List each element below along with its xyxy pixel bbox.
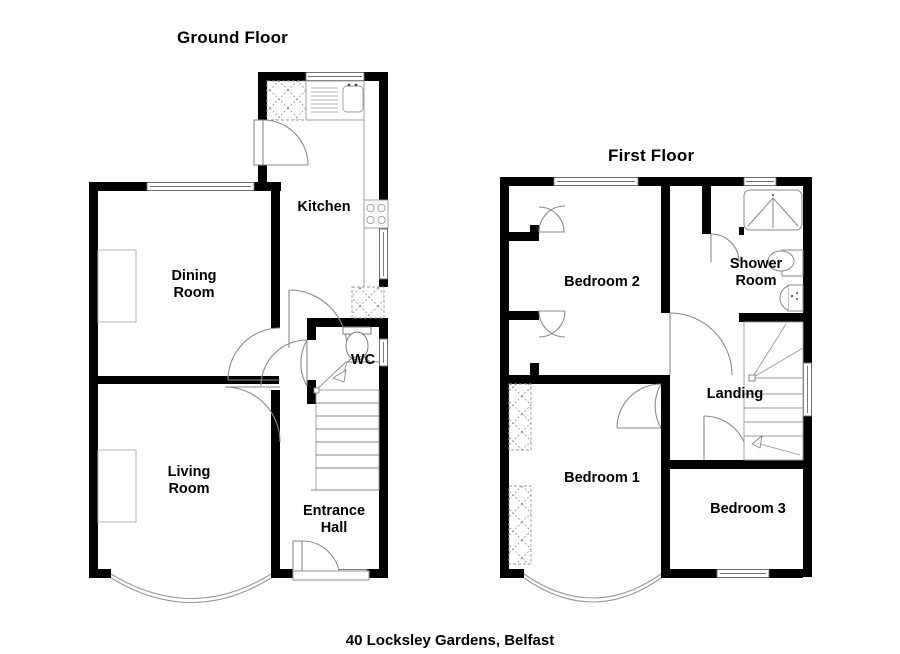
- fireplace-living-icon: [97, 449, 137, 523]
- kitchen-back-window-icon: [305, 72, 365, 81]
- room-label-bedroom-1: Bedroom 1: [564, 470, 640, 486]
- room-label-wc: WC: [350, 352, 376, 368]
- first-floor-group: [500, 177, 812, 603]
- bedroom2-door-swing-icon: [669, 312, 733, 376]
- room-label-landing: Landing: [706, 386, 764, 402]
- room-label-entrance-hall: Entrance Hall: [302, 503, 366, 537]
- front-door-swing-icon: [292, 540, 370, 581]
- living-room-door-swing-icon: [224, 386, 281, 443]
- kitchen-hob-icon: [363, 199, 389, 229]
- wc-side-window-icon: [379, 338, 388, 367]
- bay-window-bedroom1-icon: [523, 573, 662, 603]
- dining-rear-window-icon: [146, 182, 255, 191]
- ground-floor-group: [89, 72, 389, 604]
- bay-window-living-icon: [110, 573, 272, 604]
- stairs-icon: [311, 356, 380, 491]
- dining-room-door-swing-icon: [227, 327, 281, 381]
- chimney-breast-upper-icon: [508, 383, 532, 451]
- ground-floor-title: Ground Floor: [177, 28, 288, 47]
- kitchen-side-window-icon: [379, 228, 388, 280]
- stair-side-window-icon: [803, 362, 812, 417]
- room-label-living-room: Living Room: [167, 464, 211, 498]
- kitchen-sink-icon: [305, 80, 365, 121]
- shower-basin-icon: [779, 284, 804, 312]
- kitchen-back-door-swing-icon: [253, 119, 309, 166]
- first-floor-windows: [553, 177, 812, 578]
- shower-tray-icon: [743, 189, 803, 231]
- room-label-shower-room: Shower Room: [729, 256, 783, 290]
- staircase-winder-icon: [743, 321, 804, 461]
- kitchen-cupboard-bottom-icon: [351, 286, 385, 319]
- first-floor-doors: [538, 205, 749, 461]
- bedroom2-rear-window-icon: [553, 177, 639, 186]
- ground-floor-doors: [224, 119, 370, 581]
- shower-wc-icon: [767, 249, 804, 277]
- bedroom3-door-swing-icon: [703, 415, 749, 461]
- wc-door-swing-icon: [260, 339, 308, 387]
- room-label-kitchen: Kitchen: [297, 199, 351, 215]
- wc-toilet-icon: [342, 326, 372, 361]
- room-label-bedroom-2: Bedroom 2: [564, 274, 640, 290]
- shower-room-door-swing-icon: [710, 233, 740, 263]
- first-floor-title: First Floor: [608, 146, 695, 165]
- property-address-title: 40 Locksley Gardens, Belfast: [345, 632, 555, 649]
- shower-rear-window-icon: [743, 177, 777, 186]
- fireplace-dining-icon: [97, 249, 137, 323]
- room-label-dining-room: Dining Room: [171, 268, 217, 302]
- chimney-breast-lower-icon: [508, 485, 532, 565]
- bedroom3-front-window-icon: [716, 569, 770, 578]
- wardrobe-upper-doors-icon: [538, 205, 566, 233]
- kitchen-cupboard-top-left-icon: [266, 80, 307, 121]
- room-label-bedroom-3: Bedroom 3: [710, 501, 786, 517]
- kitchen-hall-door-swing-icon: [288, 289, 348, 349]
- wardrobe-lower-doors-icon: [538, 310, 566, 338]
- bedroom1-door-swing-icon: [616, 383, 662, 429]
